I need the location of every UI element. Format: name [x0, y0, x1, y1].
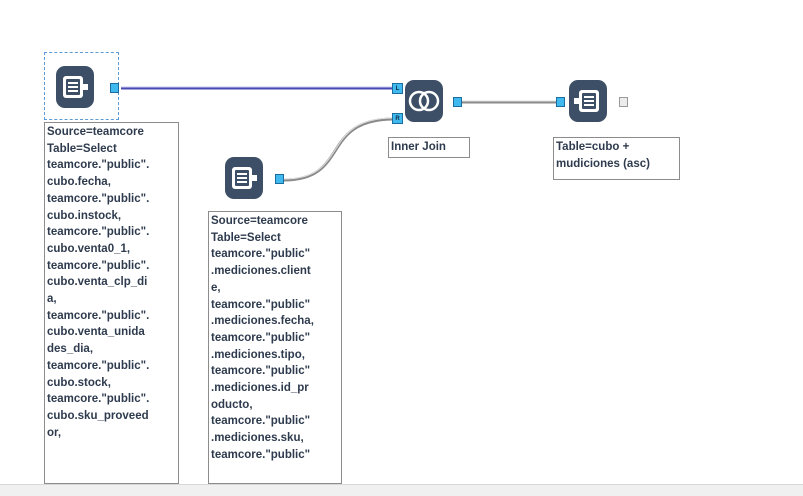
output-input-port[interactable] — [556, 97, 565, 107]
bottom-scrollbar[interactable] — [0, 484, 803, 496]
input1-output-port[interactable] — [110, 83, 119, 93]
database-input-icon — [63, 76, 88, 98]
input-data-tool-1[interactable] — [56, 66, 94, 108]
connection-input2-to-join-right[interactable] — [283, 117, 393, 182]
join-output-port[interactable] — [453, 97, 462, 107]
input-data-tool-2[interactable] — [225, 157, 263, 199]
output-data-tool[interactable] — [569, 80, 607, 122]
database-output-icon — [574, 90, 599, 112]
input2-output-port[interactable] — [275, 174, 284, 184]
connection-input2-to-join-right-highlight — [283, 117, 393, 180]
join-tool[interactable] — [405, 80, 443, 122]
input1-annotation: Source=teamcore Table=Select teamcore."p… — [44, 122, 179, 484]
join-left-input-port[interactable]: L — [392, 83, 403, 94]
output-annotation: Table=cubo + mudiciones (asc) — [553, 137, 680, 180]
database-input-icon — [232, 167, 257, 189]
join-icon — [408, 90, 440, 112]
join-annotation: Inner Join — [388, 137, 470, 158]
input2-annotation: Source=teamcore Table=Select teamcore."p… — [208, 211, 342, 484]
output-empty-port[interactable] — [619, 97, 628, 107]
join-right-input-port[interactable]: R — [392, 113, 403, 124]
